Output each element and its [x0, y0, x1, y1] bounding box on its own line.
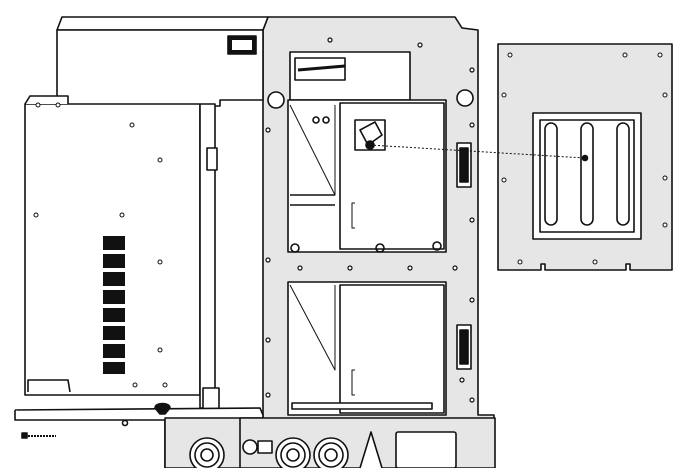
- main-frame: [262, 16, 495, 468]
- fan-icon: [275, 437, 311, 468]
- warning-triangle-icon: [359, 431, 383, 468]
- top-cover: [56, 16, 269, 107]
- fan-icon: [313, 437, 349, 468]
- fan-icon: [189, 437, 225, 468]
- base-unit: [14, 402, 496, 468]
- access-plate: [497, 43, 673, 271]
- vent-grill: [103, 236, 125, 374]
- side-panel: [24, 95, 220, 411]
- frame-holes: [265, 37, 475, 403]
